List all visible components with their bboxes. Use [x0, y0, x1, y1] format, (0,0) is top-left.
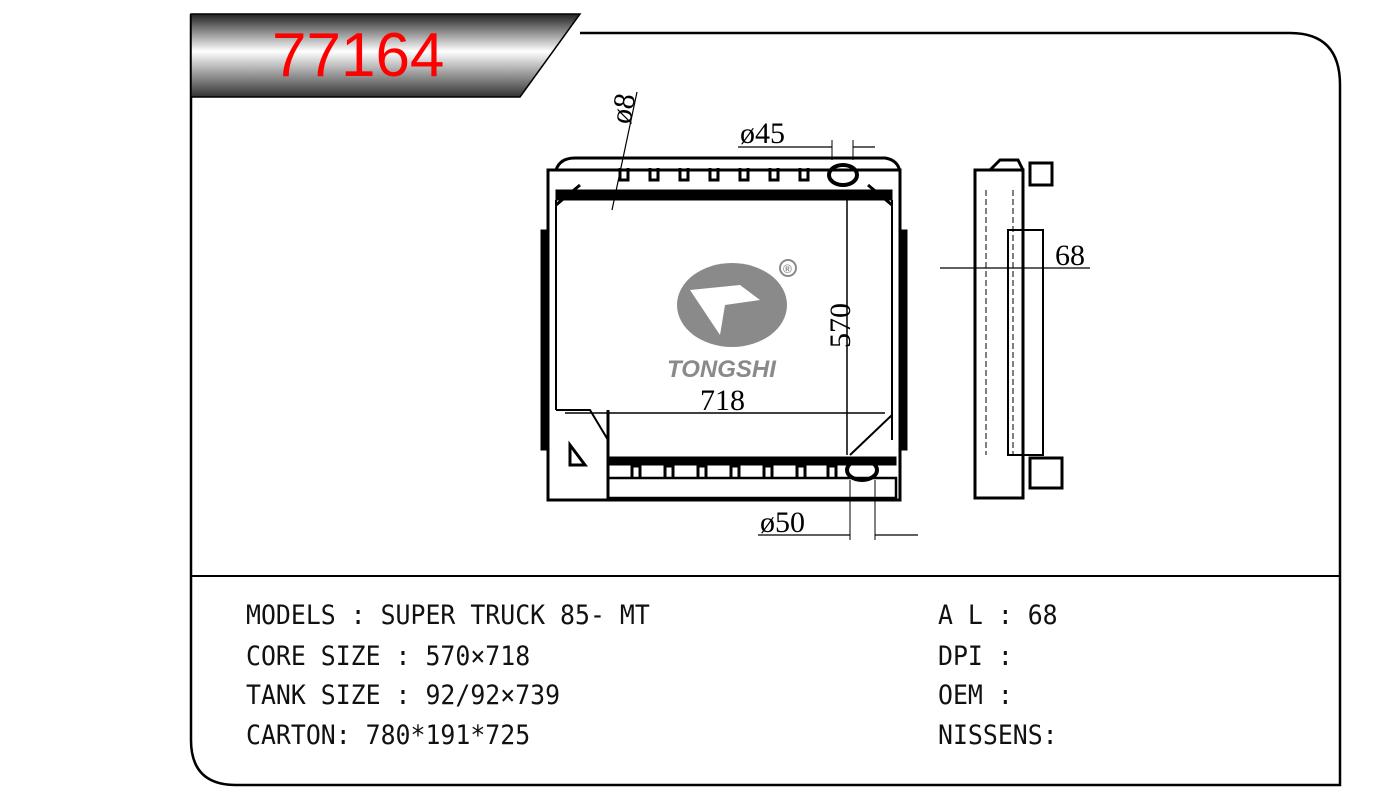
- dim-inlet: ø45: [740, 117, 785, 150]
- spec-models: MODELS : SUPER TRUCK 85- MT: [246, 600, 650, 631]
- registered-mark: ®: [783, 262, 792, 276]
- tongshi-logo: ® TONGSHI: [667, 259, 797, 383]
- dim-outlet: ø50: [760, 506, 805, 539]
- spec-nissens: NISSENS:: [938, 720, 1058, 751]
- header-banner: [190, 13, 582, 98]
- spec-oem: OEM :: [938, 680, 1013, 711]
- dim-depth: 68: [1055, 239, 1085, 272]
- radiator-front-view: [540, 91, 918, 540]
- dim-height: 570: [824, 303, 857, 348]
- spec-core-size: CORE SIZE : 570×718: [246, 641, 531, 672]
- dim-width: 718: [700, 384, 745, 417]
- dim-pin: ø8: [604, 91, 642, 126]
- brand-name: TONGSHI: [667, 356, 777, 383]
- spec-dpi: DPI :: [938, 641, 1013, 672]
- spec-al: A L : 68: [938, 600, 1058, 631]
- spec-tank-size: TANK SIZE : 92/92×739: [246, 680, 561, 711]
- part-number: 77164: [272, 21, 445, 90]
- radiator-side-view: [940, 158, 1090, 500]
- sheet-frame: [189, 14, 1342, 787]
- spec-carton: CARTON: 780*191*725: [246, 720, 531, 751]
